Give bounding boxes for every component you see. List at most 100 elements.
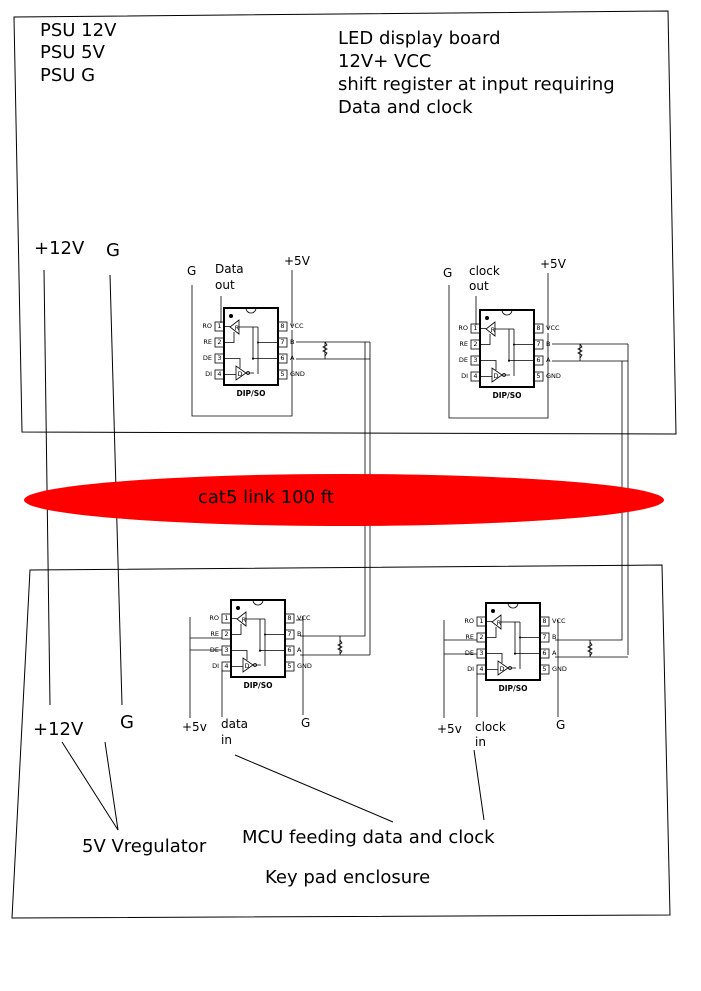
- pin-label-right: A: [552, 649, 557, 657]
- pin-number-left: 2: [473, 340, 477, 348]
- pin-label-left: RE: [459, 340, 468, 348]
- pin-label-left: DE: [210, 646, 219, 654]
- pin-number-left: 1: [224, 614, 228, 622]
- pin-number-right: 6: [287, 646, 291, 654]
- driver-mark: D: [493, 372, 498, 380]
- pin-number-right: 6: [542, 649, 546, 657]
- pin-label-right: B: [546, 340, 550, 348]
- top-left-signal-label-2: out: [215, 278, 235, 292]
- pin-label-left: RO: [202, 322, 212, 330]
- top-left-vcc-label: +5V: [284, 254, 311, 268]
- pin-number-right: 8: [287, 614, 291, 622]
- top-right-wires: [448, 273, 629, 470]
- rail-12v-wire: [43, 269, 51, 706]
- pin-label-left: RE: [210, 630, 219, 638]
- pin-label-right: A: [290, 354, 295, 362]
- bottom-left-signal-label-2: in: [221, 733, 232, 747]
- pin-label-left: RE: [203, 338, 212, 346]
- chip-package-caption: DIP/SO: [492, 391, 521, 400]
- bottom-right-signal-label-2: in: [475, 735, 486, 749]
- pin-number-left: 4: [217, 370, 221, 378]
- bottom-right-signal-label: clock: [475, 720, 506, 734]
- psu-5v-label: PSU 5V: [40, 42, 106, 63]
- bottom-12v-rail-label: +12V: [33, 719, 84, 740]
- pin-number-right: 8: [536, 324, 540, 332]
- board-data-clock: Data and clock: [338, 97, 473, 118]
- top-left-wires: [191, 270, 370, 470]
- top-left-g-label: G: [187, 264, 196, 278]
- pin-number-left: 1: [217, 322, 221, 330]
- bottom-right-g-label: G: [556, 718, 565, 732]
- pin-label-left: DI: [461, 372, 468, 380]
- board-shift-register: shift register at input requiring: [338, 74, 615, 95]
- pin-label-right: GND: [546, 372, 561, 380]
- top-12v-rail-label: +12V: [34, 238, 85, 259]
- pin-number-left: 3: [224, 646, 228, 654]
- pin-label-left: RO: [209, 614, 219, 622]
- chip-package-caption: DIP/SO: [498, 684, 527, 693]
- pin-number-right: 5: [287, 662, 291, 670]
- pin-number-left: 2: [224, 630, 228, 638]
- top-right-signal-label: clock: [469, 264, 500, 278]
- psu-12v-label: PSU 12V: [40, 20, 117, 41]
- pin-label-right: A: [297, 646, 302, 654]
- top-right-signal-label-2: out: [469, 279, 489, 293]
- pin-number-right: 7: [536, 340, 540, 348]
- bottom-left-signal-label: data: [221, 717, 248, 731]
- pin-label-right: B: [552, 633, 556, 641]
- pin-label-right: VCC: [290, 322, 304, 330]
- pin-number-right: 5: [280, 370, 284, 378]
- receiver-mark: R: [235, 324, 240, 332]
- pin-label-left: DE: [203, 354, 212, 362]
- chip-package-caption: DIP/SO: [236, 389, 265, 398]
- pin-label-right: GND: [290, 370, 305, 378]
- pin-label-left: RE: [465, 633, 474, 641]
- pin-label-left: DI: [205, 370, 212, 378]
- pin-label-right: VCC: [552, 617, 566, 625]
- pin-number-left: 4: [224, 662, 228, 670]
- pin-number-right: 5: [536, 372, 540, 380]
- pin-label-left: DI: [212, 662, 219, 670]
- pin-label-right: GND: [552, 665, 567, 673]
- pin-number-right: 8: [542, 617, 546, 625]
- bottom-left-transceiver: [221, 599, 295, 678]
- pin-number-right: 7: [542, 633, 546, 641]
- bottom-right-resistor: [587, 641, 593, 657]
- top-g-rail-label: G: [106, 240, 120, 261]
- pin-number-right: 8: [280, 322, 284, 330]
- top-left-signal-label: Data: [215, 262, 244, 276]
- driver-mark: D: [237, 370, 242, 378]
- pin-label-right: GND: [297, 662, 312, 670]
- keypad-enclosure: [11, 564, 671, 919]
- pin-number-left: 2: [217, 338, 221, 346]
- top-left-transceiver: [214, 307, 288, 386]
- pin-label-left: RO: [458, 324, 468, 332]
- pin-label-right: VCC: [546, 324, 560, 332]
- pin-label-right: B: [297, 630, 301, 638]
- driver-mark: D: [244, 662, 249, 670]
- led-display-enclosure: [13, 10, 677, 435]
- receiver-mark: R: [242, 616, 247, 624]
- bottom-right-transceiver: [476, 602, 550, 681]
- bottom-left-g-label: G: [301, 716, 310, 730]
- regulator-leader-lines: [61, 741, 119, 831]
- pin-label-left: DI: [467, 665, 474, 673]
- pin-label-right: VCC: [297, 614, 311, 622]
- board-title: LED display board: [338, 28, 501, 49]
- board-vcc: 12V+ VCC: [338, 51, 431, 72]
- pin-number-left: 3: [217, 354, 221, 362]
- regulator-label: 5V Vregulator: [82, 836, 207, 857]
- bottom-g-rail-label: G: [120, 712, 134, 733]
- pin-label-left: DE: [465, 649, 474, 657]
- pin-number-left: 2: [479, 633, 483, 641]
- pin-number-left: 4: [473, 372, 477, 380]
- bottom-right-vcc-label: +5v: [437, 722, 462, 736]
- keypad-enclosure-title: Key pad enclosure: [265, 867, 430, 888]
- pin-number-left: 3: [479, 649, 483, 657]
- receiver-mark: R: [491, 326, 496, 334]
- bottom-left-resistor: [337, 639, 343, 655]
- pin-number-right: 7: [280, 338, 284, 346]
- top-right-resistor: [577, 343, 583, 359]
